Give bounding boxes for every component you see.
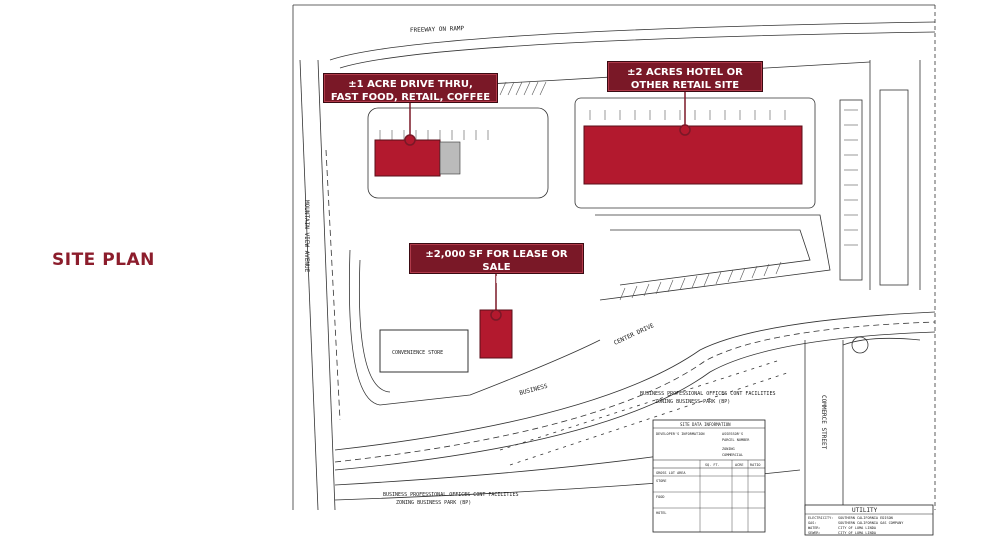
row-food: FOOD [656,495,664,499]
utility-sewer-label: SEWER: [808,531,821,535]
lease-callout: ±2,000 SF FOR LEASE OR SALE FAST FOOD DR… [409,243,584,286]
utility-gas-label: GAS: [808,521,816,525]
drive-thru-callout: ±1 ACRE DRIVE THRU, FAST FOOD, RETAIL, C… [323,73,498,103]
hotel-building [583,125,803,185]
hotel-callout-line1: ±2 ACRES HOTEL OR [627,67,743,78]
drive-thru-callout-line2: FAST FOOD, RETAIL, COFFEE [330,92,491,103]
zoning-label: ZONING [722,447,735,451]
utility-electricity-value: SOUTHERN CALIFORNIA EDISON [838,516,893,520]
zoning-top-label-2: ZONING BUSINESS PARK (BP) [655,399,730,405]
zoning-bottom-label-2: ZONING BUSINESS PARK (BP) [396,500,471,506]
col-header-ratio: RATIO [750,463,761,467]
freeway-ramp-label: FREEWAY ON RAMP [410,25,465,34]
parcel-label: PARCEL NUMBER [722,438,750,442]
hotel-callout: ±2 ACRES HOTEL OR OTHER RETAIL SITE [607,61,763,92]
row-store: STORE [656,479,667,483]
utility-water-label: WATER: [808,526,821,530]
row-gross-lot: GROSS LOT AREA [656,471,686,475]
commerce-street-label: COMMERCE STREET [820,395,827,450]
utility-gas-value: SOUTHERN CALIFORNIA GAS COMPANY [838,521,904,525]
utility-title: UTILITY [852,507,878,514]
site-data-title: SITE DATA INFORMATION [680,422,731,427]
utility-sewer-value: CITY OF LOMA LINDA [838,531,877,535]
drive-thru-pad-building [374,139,441,177]
business-label: BUSINESS [519,383,549,397]
center-drive-label: CENTER DRIVE [613,322,656,347]
hotel-callout-line2: OTHER RETAIL SITE [630,80,740,91]
col-header-sqft: SQ. FT. [705,463,720,467]
convenience-store-building [379,329,469,373]
row-hotel: HOTEL [656,511,667,515]
utility-electricity-label: ELECTRICITY: [808,516,833,520]
zoning-value: COMMERCIAL [722,453,743,457]
developer-label: DEVELOPER'S INFORMATION [656,432,704,436]
lease-callout-line1: ±2,000 SF FOR LEASE OR SALE [425,249,568,273]
zoning-bottom-label: BUSINESS PROFESSIONAL OFFICES CONT FACIL… [383,492,518,498]
drive-thru-callout-line1: ±1 ACRE DRIVE THRU, [348,79,473,90]
lease-callout-line2: FAST FOOD DRIVE THRU [428,275,565,286]
site-data-table: SITE DATA INFORMATION DEVELOPER'S INFORM… [652,419,766,533]
zoning-top-label: BUSINESS PROFESSIONAL OFFICES CONT FACIL… [640,391,775,397]
mountain-view-label: MOUNTAIN VIEW AVENUE [303,200,310,273]
page-title: SITE PLAN [52,250,155,270]
convenience-store-label: CONVENIENCE STORE [392,350,443,356]
utility-water-value: CITY OF LOMA LINDA [838,526,877,530]
utility-table: UTILITY ELECTRICITY: SOUTHERN CALIFORNIA… [804,504,934,536]
col-header-acre: ACRE [735,463,743,467]
assessor-label: ASSESSOR'S [722,432,743,436]
